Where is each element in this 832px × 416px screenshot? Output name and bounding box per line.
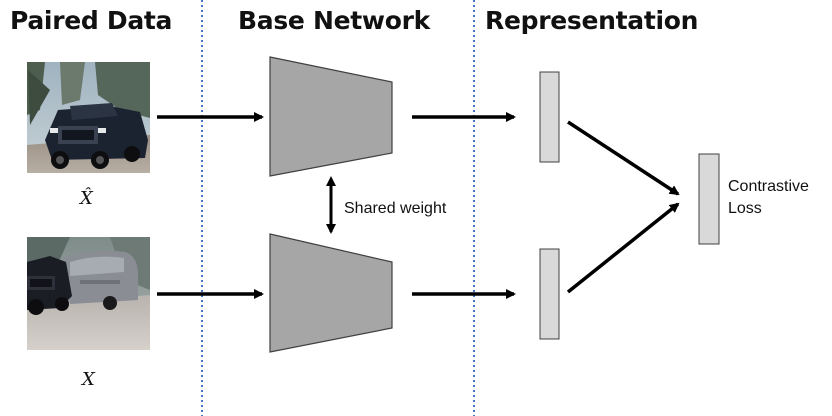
truck-photo [27, 62, 150, 173]
contrastive-label-line1: Contrastive [728, 178, 809, 195]
encoder-top [269, 56, 393, 177]
arrow-vector-top-to-loss [567, 120, 680, 196]
heading-representation: Representation [485, 6, 699, 35]
truck-with-trailer-photo [27, 237, 150, 350]
x-hat-label: X̂ [80, 188, 93, 209]
representation-vector-top [539, 71, 560, 163]
arrow-vector-bottom-to-loss [566, 202, 680, 294]
x-label: X [82, 369, 95, 390]
contrastive-label-line2: Loss [728, 200, 762, 217]
encoder-bottom [269, 233, 393, 353]
heading-base-network: Base Network [238, 6, 430, 35]
representation-vector-bottom [539, 248, 560, 340]
shared-weight-label: Shared weight [344, 200, 447, 217]
contrastive-loss-box [698, 153, 720, 245]
heading-paired-data: Paired Data [10, 6, 173, 35]
contrastive-loss-label: Contrastive Loss [728, 176, 809, 220]
